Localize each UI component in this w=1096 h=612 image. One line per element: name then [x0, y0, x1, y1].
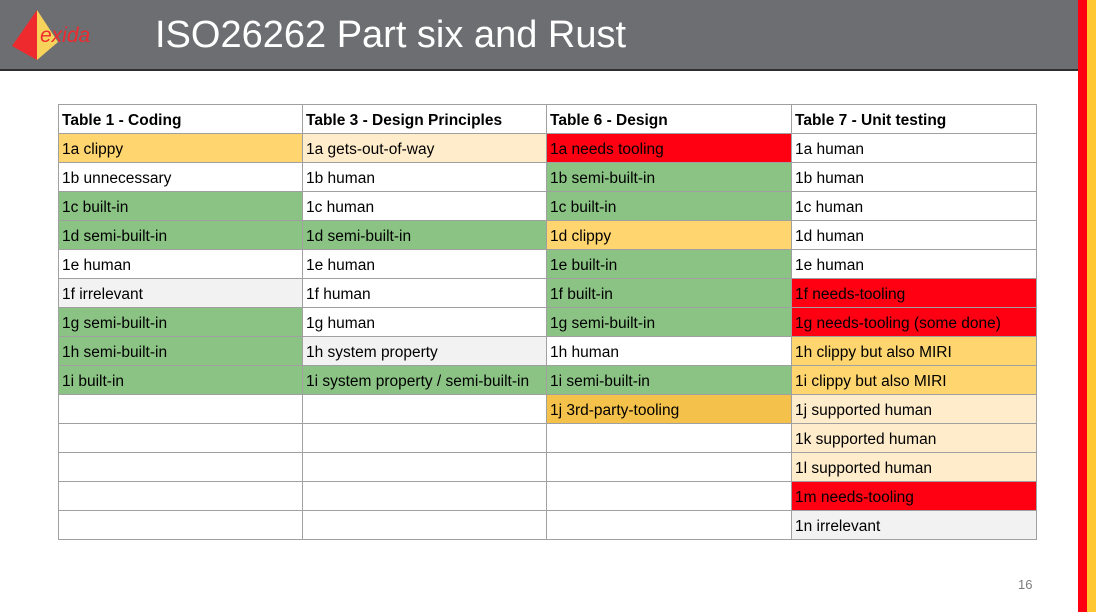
table-cell: 1g semi-built-in — [58, 307, 303, 337]
table-row: 1m needs-tooling — [58, 481, 1037, 511]
accent-bar-red — [1078, 0, 1087, 612]
table-cell — [546, 510, 792, 540]
table-cell — [58, 394, 303, 424]
column-header-design-principles: Table 3 - Design Principles — [302, 104, 547, 134]
table-cell — [546, 423, 792, 453]
table-cell: 1e human — [791, 249, 1037, 279]
table-cell: 1c human — [302, 191, 547, 221]
table-cell: 1i system property / semi-built-in — [302, 365, 547, 395]
column-header-coding: Table 1 - Coding — [58, 104, 303, 134]
table-row: 1k supported human — [58, 423, 1037, 453]
table-cell: 1h clippy but also MIRI — [791, 336, 1037, 366]
table-cell: 1d human — [791, 220, 1037, 250]
table-cell: 1h human — [546, 336, 792, 366]
accent-bar-yellow — [1087, 0, 1096, 612]
table-cell: 1n irrelevant — [791, 510, 1037, 540]
exida-logo-icon: exida — [12, 10, 90, 60]
table-cell — [302, 481, 547, 511]
table-cell: 1g semi-built-in — [546, 307, 792, 337]
table-cell: 1d semi-built-in — [58, 220, 303, 250]
table-row: 1n irrelevant — [58, 510, 1037, 540]
table-cell — [58, 423, 303, 453]
table-cell: 1b human — [302, 162, 547, 192]
table-cell: 1a needs tooling — [546, 133, 792, 163]
table-cell: 1c built-in — [58, 191, 303, 221]
slide-header: exida ISO26262 Part six and Rust — [0, 0, 1078, 71]
table-cell: 1f irrelevant — [58, 278, 303, 308]
table-cell: 1i clippy but also MIRI — [791, 365, 1037, 395]
table-cell: 1b semi-built-in — [546, 162, 792, 192]
table-cell: 1g needs-tooling (some done) — [791, 307, 1037, 337]
table-cell: 1d clippy — [546, 220, 792, 250]
table-cell: 1e human — [302, 249, 547, 279]
table-cell: 1f built-in — [546, 278, 792, 308]
table-cell: 1f needs-tooling — [791, 278, 1037, 308]
table-cell: 1a human — [791, 133, 1037, 163]
table-cell — [58, 452, 303, 482]
table-cell: 1l supported human — [791, 452, 1037, 482]
table-cell — [58, 510, 303, 540]
table-cell — [302, 452, 547, 482]
table-cell: 1h system property — [302, 336, 547, 366]
table-cell: 1h semi-built-in — [58, 336, 303, 366]
table-cell — [302, 394, 547, 424]
column-header-unit-testing: Table 7 - Unit testing — [791, 104, 1037, 134]
table-cell: 1b unnecessary — [58, 162, 303, 192]
table-cell: 1a gets-out-of-way — [302, 133, 547, 163]
table-cell: 1d semi-built-in — [302, 220, 547, 250]
logo-text: exida — [40, 24, 90, 47]
table-cell: 1j supported human — [791, 394, 1037, 424]
table-cell: 1g human — [302, 307, 547, 337]
table-cell: 1k supported human — [791, 423, 1037, 453]
page-number: 16 — [1018, 577, 1033, 592]
column-header-design: Table 6 - Design — [546, 104, 792, 134]
table-cell: 1i semi-built-in — [546, 365, 792, 395]
table-header-row: Table 1 - Coding Table 3 - Design Princi… — [58, 104, 1037, 134]
table-cell: 1e built-in — [546, 249, 792, 279]
table-cell — [546, 452, 792, 482]
table-cell: 1i built-in — [58, 365, 303, 395]
table-cell — [302, 423, 547, 453]
table-cell: 1b human — [791, 162, 1037, 192]
table-cell: 1c human — [791, 191, 1037, 221]
table-cell: 1e human — [58, 249, 303, 279]
table-cell: 1c built-in — [546, 191, 792, 221]
table-cell: 1a clippy — [58, 133, 303, 163]
slide-title: ISO26262 Part six and Rust — [155, 14, 627, 56]
table-cell — [302, 510, 547, 540]
table-cell — [546, 481, 792, 511]
table-cell: 1j 3rd-party-tooling — [546, 394, 792, 424]
table-cell: 1f human — [302, 278, 547, 308]
iso26262-rust-table: Table 1 - Coding Table 3 - Design Princi… — [58, 104, 1037, 540]
table-cell: 1m needs-tooling — [791, 481, 1037, 511]
table-row: 1l supported human — [58, 452, 1037, 482]
table-cell — [58, 481, 303, 511]
